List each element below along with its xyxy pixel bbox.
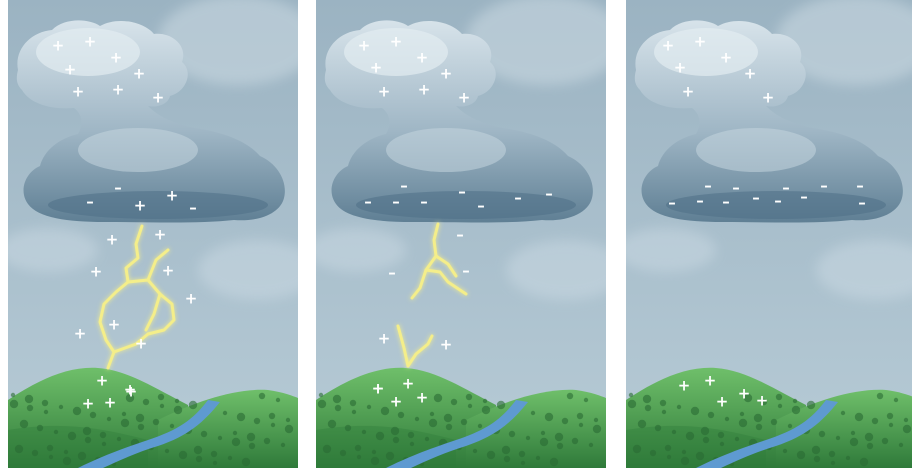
positive-cloud-top-charge: + [694, 33, 707, 51]
positive-ground-charge: + [416, 389, 429, 407]
negative-cloud-base-charge: – [420, 193, 428, 211]
positive-cloud-top-charge: + [762, 89, 775, 107]
negative-cloud-base-charge: – [858, 194, 866, 212]
positive-air-charge: + [440, 336, 453, 354]
negative-cloud-base-charge: – [696, 192, 704, 210]
positive-ground-charge: + [96, 372, 109, 390]
positive-cloud-top-charge: + [720, 49, 733, 67]
positive-air-charge: + [378, 330, 391, 348]
negative-air-charge: – [462, 262, 470, 280]
positive-cloud-top-charge: + [418, 81, 431, 99]
panel-3-charge-separation: +++++++––––––––––––+++++ [626, 0, 912, 468]
positive-ground-charge: + [738, 385, 751, 403]
positive-air-charge: + [106, 231, 119, 249]
positive-cloud-top-charge: + [370, 59, 383, 77]
negative-air-charge: – [456, 226, 464, 244]
positive-air-charge: + [135, 335, 148, 353]
negative-cloud-base-charge: – [856, 177, 864, 195]
positive-cloud-top-charge: + [358, 37, 371, 55]
positive-cloud-top-charge: + [110, 49, 123, 67]
positive-ground-charge: + [704, 372, 717, 390]
negative-cloud-base-charge: – [668, 194, 676, 212]
negative-cloud-base-charge: – [800, 188, 808, 206]
positive-cloud-top-charge: + [390, 33, 403, 51]
positive-ground-charge: + [402, 375, 415, 393]
panel-1-lightning-strike: ++++++++––++–+++++++++++++ [8, 0, 298, 468]
negative-cloud-base-charge: – [364, 193, 372, 211]
positive-cloud-top-charge: + [440, 65, 453, 83]
positive-air-charge: + [108, 316, 121, 334]
negative-cloud-base-charge: – [545, 185, 553, 203]
positive-ground-charge: + [104, 394, 117, 412]
storm-scene: ++++++++––––––––––––+++++++ [316, 0, 606, 468]
positive-ground-charge: + [716, 393, 729, 411]
storm-scene: +++++++––––––––––––+++++ [626, 0, 912, 468]
positive-cloud-top-charge: + [416, 49, 429, 67]
positive-cloud-base-charge: + [166, 187, 179, 205]
negative-cloud-base-charge: – [400, 177, 408, 195]
positive-cloud-top-charge: + [133, 65, 146, 83]
positive-ground-charge: + [372, 380, 385, 398]
negative-cloud-base-charge: – [86, 193, 94, 211]
negative-cloud-base-charge: – [732, 179, 740, 197]
positive-cloud-top-charge: + [64, 61, 77, 79]
negative-cloud-base-charge: – [392, 193, 400, 211]
negative-cloud-base-charge: – [458, 183, 466, 201]
positive-cloud-top-charge: + [112, 81, 125, 99]
negative-cloud-base-charge: – [114, 179, 122, 197]
positive-air-charge: + [90, 263, 103, 281]
negative-cloud-base-charge: – [514, 189, 522, 207]
positive-ground-charge: + [125, 383, 138, 401]
positive-air-charge: + [185, 290, 198, 308]
negative-cloud-base-charge: – [477, 197, 485, 215]
positive-cloud-top-charge: + [458, 89, 471, 107]
negative-cloud-base-charge: – [782, 179, 790, 197]
negative-cloud-base-charge: – [774, 192, 782, 210]
negative-air-charge: – [388, 264, 396, 282]
positive-cloud-top-charge: + [662, 37, 675, 55]
positive-ground-charge: + [82, 395, 95, 413]
negative-cloud-base-charge: – [189, 199, 197, 217]
positive-cloud-top-charge: + [84, 33, 97, 51]
negative-cloud-base-charge: – [704, 177, 712, 195]
positive-air-charge: + [74, 325, 87, 343]
positive-ground-charge: + [756, 392, 769, 410]
positive-cloud-top-charge: + [682, 83, 695, 101]
positive-cloud-top-charge: + [378, 83, 391, 101]
negative-cloud-base-charge: – [722, 193, 730, 211]
panel-2-stepped-leader: ++++++++––––––––––––+++++++ [316, 0, 606, 468]
negative-cloud-base-charge: – [820, 177, 828, 195]
positive-cloud-top-charge: + [744, 65, 757, 83]
positive-air-charge: + [154, 226, 167, 244]
negative-cloud-base-charge: – [752, 189, 760, 207]
positive-cloud-top-charge: + [52, 37, 65, 55]
positive-cloud-top-charge: + [674, 59, 687, 77]
positive-cloud-base-charge: + [134, 197, 147, 215]
positive-ground-charge: + [390, 393, 403, 411]
positive-air-charge: + [162, 262, 175, 280]
storm-scene: ++++++++––++–+++++++++++++ [8, 0, 298, 468]
positive-ground-charge: + [678, 377, 691, 395]
positive-cloud-top-charge: + [72, 83, 85, 101]
positive-cloud-top-charge: + [152, 89, 165, 107]
